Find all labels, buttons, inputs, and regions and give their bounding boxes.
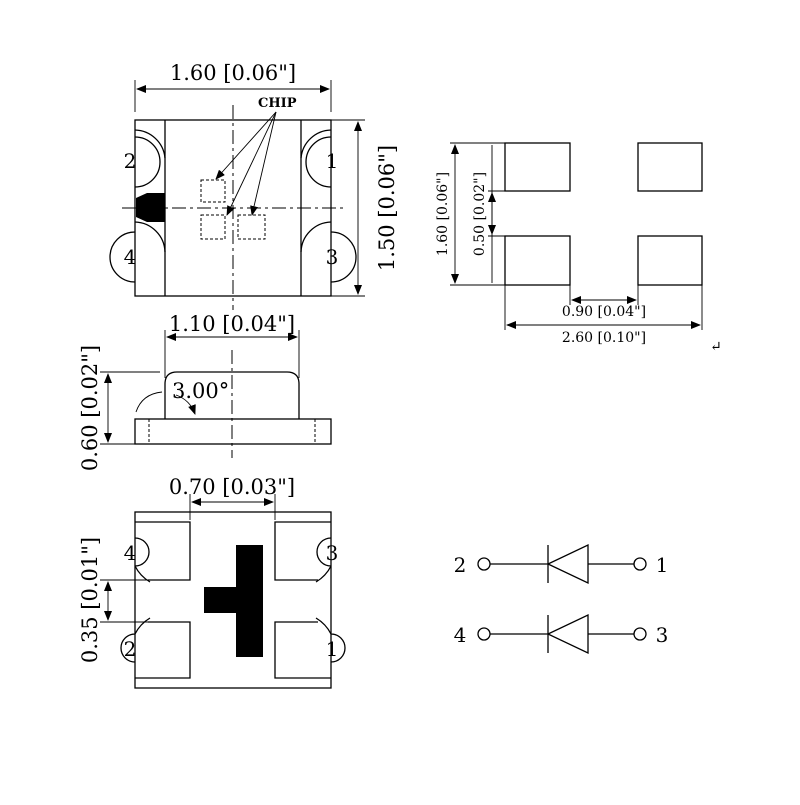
chip-3 [237, 214, 266, 240]
chip-1 [200, 179, 226, 203]
land-pad-br [637, 235, 703, 286]
chip-leader-1 [215, 111, 277, 180]
d2-label-left: 4 [454, 623, 467, 647]
bottom-pin-br: 1 [326, 637, 339, 661]
bottom-castellation-bl [120, 617, 151, 663]
side-height-label: 0.60 [0.02"] [78, 345, 102, 471]
top-pin-br: 3 [326, 245, 339, 269]
bottom-pad-br [274, 621, 331, 679]
top-height-label: 1.50 [0.06"] [375, 145, 399, 271]
bottom-pad-tl [135, 521, 191, 581]
bottom-center-pad-vertical [236, 545, 263, 657]
top-castellation-bl [109, 231, 136, 283]
d1-diode-symbol [546, 543, 589, 585]
pad-inner-label: 0.90 [0.04"] [562, 304, 646, 320]
bottom-width-label: 0.70 [0.03"] [169, 475, 295, 499]
top-castellation-bl-outer [134, 221, 166, 253]
angle-arc-right [175, 394, 196, 415]
bottom-view: 0.70 [0.03"] 0.35 [0.01"] 4 3 2 1 [78, 475, 346, 689]
polarity-mark [136, 193, 165, 222]
top-pin-tl: 2 [124, 149, 137, 173]
bottom-pin-bl: 2 [124, 637, 137, 661]
top-castellation-tl [134, 136, 161, 188]
top-pin-tr: 1 [326, 149, 339, 173]
bottom-gap-label: 0.35 [0.01"] [78, 537, 102, 663]
land-pad-tr [637, 142, 703, 192]
d2-label-right: 3 [656, 623, 669, 647]
bottom-castellation-br [315, 617, 346, 663]
d2-diode-symbol [546, 613, 589, 655]
side-dome [164, 371, 300, 419]
bottom-castellation-tr [315, 537, 332, 583]
bottom-pin-tl: 4 [124, 541, 137, 565]
pad-height-label: 1.60 [0.06"] [435, 172, 451, 256]
d1-terminal-right [633, 557, 647, 571]
top-castellation-tr-outer [300, 129, 332, 159]
schematic: 2 1 4 3 [454, 543, 669, 655]
pad-total-label: 2.60 [0.10"] [562, 330, 646, 346]
top-pin-bl: 4 [124, 245, 137, 269]
chip-leader-3 [250, 111, 277, 216]
land-pad-tl [504, 142, 571, 192]
chip-2 [200, 214, 226, 240]
angle-arc-left [135, 391, 163, 413]
pad-layout: 1.60 [0.06"] 0.50 [0.02"] 0.90 [0.04"] 2… [435, 142, 722, 355]
land-pad-bl [504, 235, 571, 286]
d1-terminal-left [477, 557, 491, 571]
bottom-castellation-tl [134, 537, 151, 583]
bottom-pin-tr: 3 [326, 541, 339, 565]
bottom-center-pad-tab [204, 587, 238, 613]
top-width-label: 1.60 [0.06"] [170, 61, 296, 85]
bottom-pad-bl [135, 621, 191, 679]
bottom-pad-tr [274, 521, 331, 581]
top-castellation-br-outer [300, 221, 332, 253]
side-width-label: 1.10 [0.04"] [169, 312, 295, 336]
side-view: 1.10 [0.04"] 0.60 [0.02"] 3.00° [78, 312, 332, 471]
bottom-body-outline [134, 511, 332, 689]
side-base [134, 418, 332, 445]
pad-size-label: 0.50 [0.02"] [472, 172, 488, 256]
return-mark: ↵ [710, 339, 722, 355]
d2-terminal-right [633, 627, 647, 641]
top-castellation-tl-outer [134, 129, 166, 159]
chip-label: CHIP [258, 96, 297, 111]
top-castellation-tr [305, 136, 332, 188]
d1-label-left: 2 [454, 553, 467, 577]
chip-leader-2 [226, 111, 277, 216]
d2-terminal-left [477, 627, 491, 641]
d1-label-right: 1 [656, 553, 669, 577]
top-castellation-br [330, 231, 357, 283]
side-angle-label: 3.00° [172, 379, 229, 403]
top-view: 1.60 [0.06"] 1.50 [0.06"] CHIP [109, 61, 399, 310]
